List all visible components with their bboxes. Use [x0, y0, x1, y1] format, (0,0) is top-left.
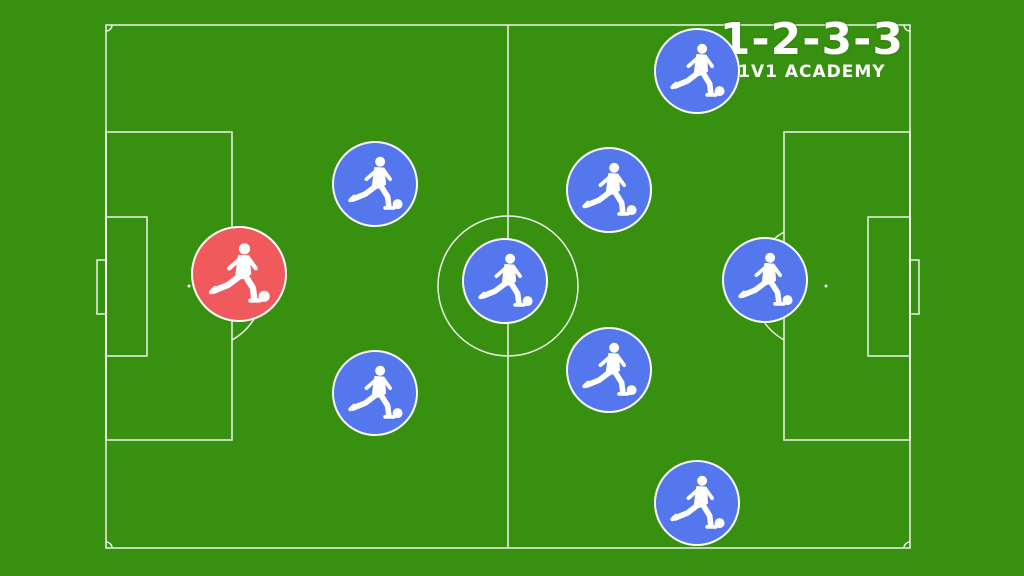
player-forward-top — [654, 28, 740, 114]
player-midfielder-center — [462, 238, 548, 324]
right-goal-box — [867, 216, 911, 357]
player-forward-bottom — [654, 460, 740, 546]
corner-arc-bottom-left — [105, 541, 113, 549]
soccer-player-icon — [670, 475, 725, 529]
corner-arc-bottom-right — [903, 541, 911, 549]
soccer-player-icon — [348, 365, 403, 419]
player-defender-top — [332, 141, 418, 227]
soccer-player-icon — [348, 156, 403, 210]
center-circle — [437, 215, 579, 357]
left-penalty-spot — [187, 284, 191, 288]
player-defender-bottom — [332, 350, 418, 436]
player-forward-center — [722, 237, 808, 323]
player-midfielder-top — [566, 147, 652, 233]
player-goalkeeper — [191, 226, 287, 322]
brand-name: 1V1 ACADEMY — [738, 62, 886, 82]
soccer-player-icon — [478, 253, 533, 307]
player-midfielder-bottom — [566, 327, 652, 413]
right-penalty-spot — [824, 284, 828, 288]
corner-arc-top-left — [105, 24, 113, 32]
soccer-player-icon — [582, 162, 637, 216]
left-goal — [96, 259, 107, 315]
soccer-player-icon — [738, 252, 793, 306]
right-goal — [909, 259, 920, 315]
soccer-player-icon — [208, 243, 270, 303]
formation-title: 1-2-3-3 — [719, 14, 904, 65]
soccer-player-icon — [670, 43, 725, 97]
left-goal-box — [105, 216, 148, 357]
logo: 1-2-3-3 1V1 ACADEMY — [720, 18, 904, 81]
corner-arc-top-right — [903, 24, 911, 32]
soccer-player-icon — [582, 342, 637, 396]
